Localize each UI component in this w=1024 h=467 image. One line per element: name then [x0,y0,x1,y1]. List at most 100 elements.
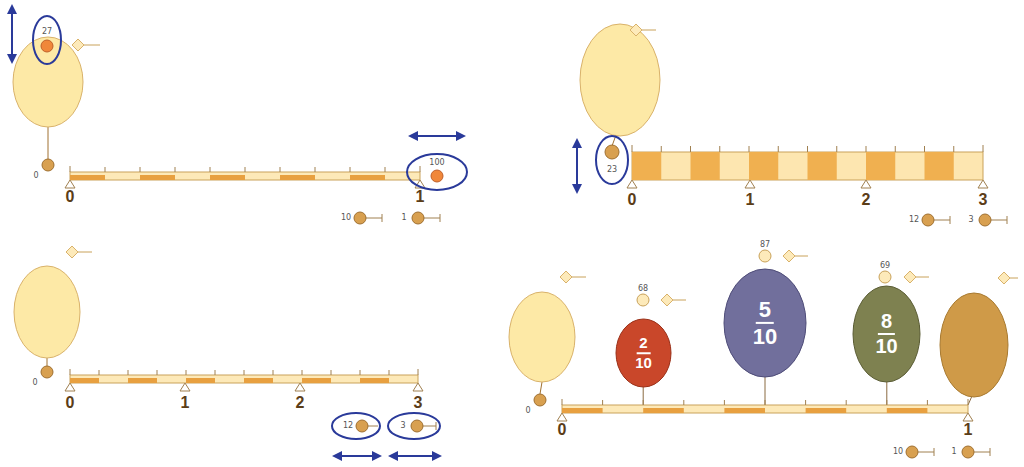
axis-marker [861,180,871,188]
bar-segment [724,408,765,413]
fraction-balloon: 210 [615,318,672,388]
slider-line [1010,278,1018,279]
slider-line [436,422,437,430]
value-number: 1 [950,448,957,456]
tick-marks [70,166,420,172]
slider-line [78,252,92,253]
number-line [562,405,968,413]
diamond-handle [560,271,572,283]
value-number: 3 [399,422,406,430]
number-line [632,152,983,180]
value-number: 23 [606,166,618,174]
value-number: 0 [31,379,38,387]
slider-knob [412,212,424,224]
slider-line [440,214,441,222]
value-number: 12 [908,216,920,224]
axis-label: 3 [979,192,988,208]
highlight-ring [407,154,467,190]
handle-dot [41,40,53,52]
fraction-balloon: 510 [723,268,807,378]
value-number: 27 [41,28,53,36]
axis-label: 1 [416,189,425,205]
value-number: 0 [32,172,39,180]
balloon-string [540,382,542,394]
fraction-balloon: 810 [852,285,921,383]
bar-segment [280,175,315,180]
handle-dot [637,294,649,306]
handle-dot [605,145,619,159]
fraction: 810 [874,311,898,357]
number-line [70,172,420,180]
axis-marker [65,383,75,391]
axis-label: 2 [296,395,305,411]
axis-marker [557,413,567,421]
denominator: 10 [874,335,898,357]
bar-segment [244,378,273,383]
diamond-handle [998,272,1010,284]
slider-knob [962,446,974,458]
bar-segment [808,152,837,180]
axis-label: 0 [66,395,75,411]
bar-segment [302,378,331,383]
diamond-handle [630,24,642,36]
axis-marker [65,180,75,188]
highlight-ring [388,413,440,439]
value-number: 12 [342,422,354,430]
axis-label: 2 [862,192,871,208]
slider-knob [906,446,918,458]
bar-segment [210,175,245,180]
slider-line [990,448,991,456]
slider-line [795,256,808,257]
bar-segment [866,152,895,180]
balloon-string [48,127,49,160]
slider-line [673,300,686,301]
slider-line [84,45,100,46]
bar-segment [925,152,954,180]
bar-segment [128,378,157,383]
axis-label: 1 [181,395,190,411]
diamond-handle [783,250,795,262]
highlight-ring [596,136,628,184]
diamond-handle [904,271,916,283]
drag-arrow [334,455,380,457]
value-number: 3 [967,216,974,224]
balloon [580,24,660,136]
axis-marker [963,413,973,421]
axis-label: 1 [746,192,755,208]
bar-segment [140,175,175,180]
bar-segment [749,152,778,180]
tick-marks [562,399,968,405]
slider-line [572,277,586,278]
axis-marker [295,383,305,391]
slider-line [934,448,935,456]
value-number: 69 [879,262,891,270]
bar-segment [350,175,385,180]
bar-segment [562,408,603,413]
slider-line [382,214,383,222]
axis-label: 3 [414,395,423,411]
bar-segment [360,378,389,383]
tick-marks [70,369,418,375]
value-number: 87 [759,241,771,249]
diamond-handle [66,246,78,258]
numerator: 5 [756,298,774,324]
balloon [940,293,1008,397]
diamond-handle [72,39,84,51]
axis-marker [745,180,755,188]
fraction: 510 [752,298,778,348]
axis-label: 1 [964,422,973,438]
handle-dot [42,159,54,171]
value-number: 0 [524,407,531,415]
value-number: 68 [637,285,649,293]
highlight-ring [33,16,61,64]
number-line [70,375,418,383]
handle-dot [759,250,771,262]
slider-line [916,277,929,278]
value-number: 1 [400,214,407,222]
drag-arrow [576,140,578,192]
balloon [853,286,920,382]
bar-segment [70,378,99,383]
slider-knob [979,214,991,226]
